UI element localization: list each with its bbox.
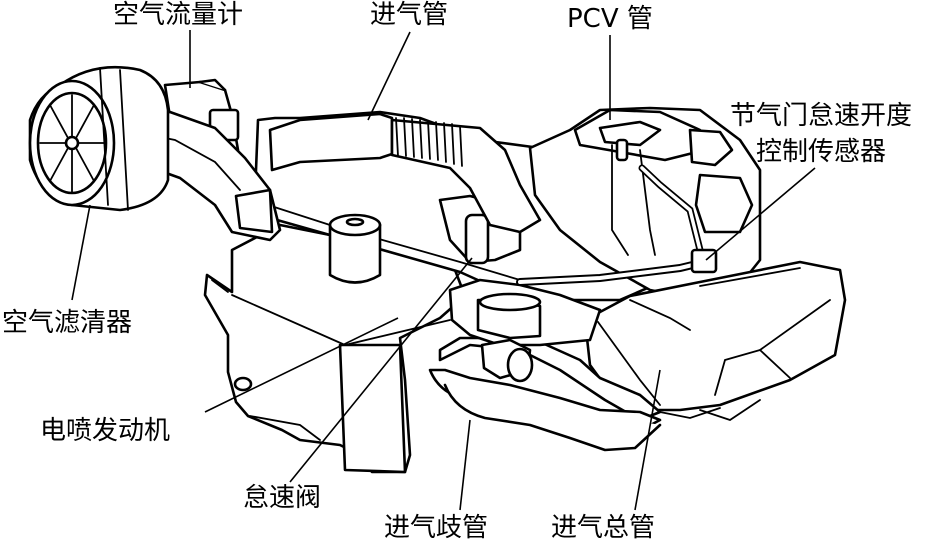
label-throttle-sensor-line1: 节气门怠速开度 (730, 103, 912, 129)
label-air-flow-meter: 空气流量计 (113, 2, 243, 28)
label-idle-valve: 怠速阀 (243, 485, 321, 511)
label-intake-manifold: 进气歧管 (384, 515, 488, 541)
leader-air-filter (72, 205, 90, 300)
label-intake-pipe: 进气管 (370, 2, 448, 28)
leader-intake-pipe (368, 32, 410, 120)
label-pcv-pipe: PCV 管 (567, 6, 653, 32)
oil-filler-cap (330, 215, 380, 283)
label-throttle-sensor-line2: 控制传感器 (756, 139, 886, 165)
leader-intake-manifold (460, 420, 470, 510)
air-filter-shape (30, 67, 168, 210)
label-intake-main-pipe: 进气总管 (551, 515, 655, 541)
label-air-filter: 空气滤清器 (2, 310, 132, 336)
label-efi-engine: 电喷发动机 (40, 418, 170, 444)
